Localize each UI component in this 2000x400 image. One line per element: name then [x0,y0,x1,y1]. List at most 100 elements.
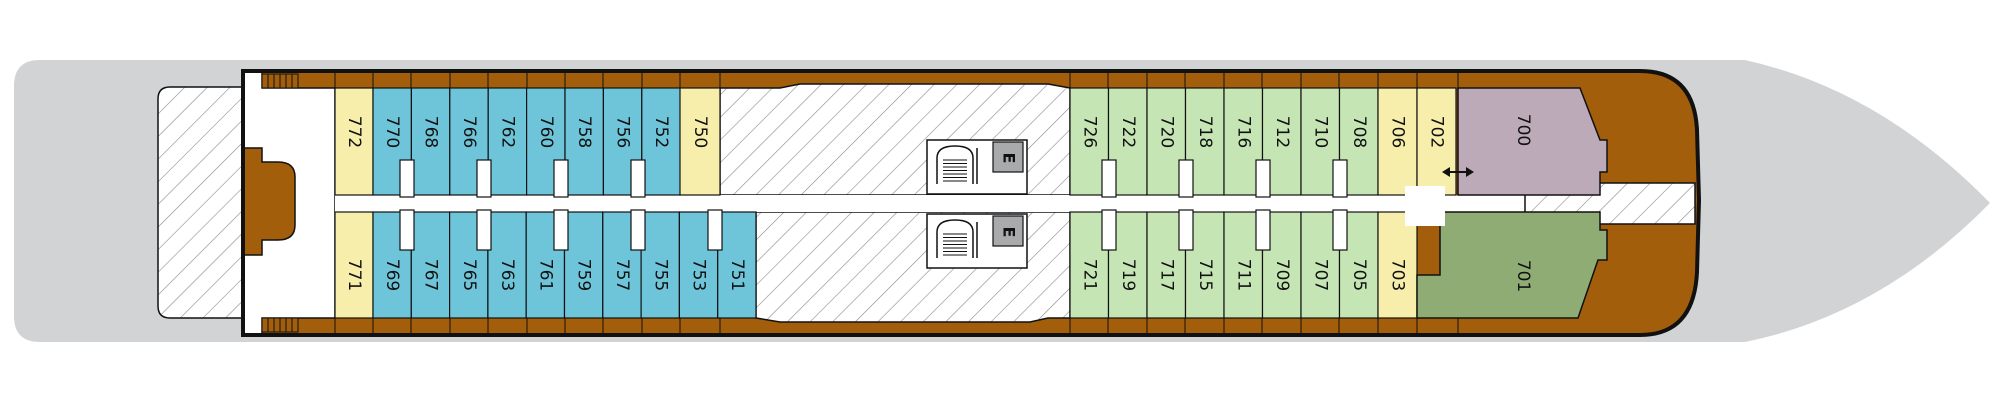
staircase-icon [936,219,978,258]
alcove [707,209,723,251]
cabin-number: 718 [1195,116,1215,148]
alcove [399,159,415,198]
alcove [1178,209,1194,251]
corridor-alcoves [399,159,1445,251]
stern-lounge [157,86,244,319]
cabin-number: 705 [1349,259,1369,291]
cabin-number: 708 [1349,116,1369,148]
cabin-yellow: 771 [334,211,374,319]
cabin-blue: 751 [717,211,757,319]
suite-700: 700 [1457,87,1608,196]
cabin-blue: 758 [564,87,605,196]
staircase-icon [936,145,978,184]
cabin-box [410,87,451,196]
cabin-number: 719 [1118,259,1138,291]
cabin-box [564,87,605,196]
cabin-green: 720 [1146,87,1187,196]
alcove [630,209,646,251]
cabin-box [487,87,528,196]
cabin-number: 761 [535,259,555,291]
cabin-number: 710 [1310,116,1330,148]
alcove [1178,159,1194,198]
cabin-number: 715 [1195,259,1215,291]
cabin-number: 701 [1513,260,1533,292]
alcove [476,159,492,198]
cabin-box [717,211,757,319]
cabin-green: 705 [1338,211,1379,319]
cabin-number: 768 [421,116,441,148]
alcove [1101,209,1117,251]
cabin-box [679,87,721,196]
cabin-number: 762 [497,116,517,148]
cabin-number: 767 [420,259,440,291]
cabin-blue: 762 [487,87,528,196]
cabin-number: 702 [1427,116,1447,148]
deck-plank-ticks [334,71,1459,335]
cabin-number: 766 [459,116,479,148]
deck-outline [241,69,1702,337]
cabin-box [1069,211,1110,319]
cabin-number: 751 [727,259,747,291]
cabin-blue: 767 [410,211,451,319]
alcove [476,209,492,251]
cabin-number: 720 [1156,116,1176,148]
railing [261,73,299,89]
cabin-number: 770 [382,116,402,148]
cabin-number: 765 [459,259,479,291]
cabin-number: 703 [1388,259,1408,291]
cabin-box [334,87,374,196]
alcove [1332,159,1348,198]
stair-elevator-top: E [926,139,1028,195]
cabin-number: 759 [574,259,594,291]
cabin-number: 771 [344,259,364,291]
cabin-number: 753 [689,259,709,291]
fwd-vestibule [1405,186,1445,226]
elevator-label: E [1000,153,1019,164]
alcove [1332,209,1348,251]
stair-elevator-bottom: E [926,213,1028,269]
cabin-blue: 752 [641,87,681,196]
stern-railings [261,73,299,333]
cabin-number: 717 [1156,259,1176,291]
cabin-number: 772 [344,116,364,148]
double-arrow-icon [1442,167,1474,177]
cabin-blue: 763 [487,211,527,319]
cabin-group: 772 770 768 766 762 760 758 756 752 750 771 769 767 7… [334,71,1608,335]
alcove [399,209,415,251]
cabin-number: 706 [1388,116,1408,148]
cabin-number: 763 [497,259,517,291]
cabin-green: 721 [1069,211,1110,319]
cabin-number: 760 [536,116,556,148]
cabin-yellow: 702 [1416,87,1457,196]
cabin-blue: 755 [640,211,680,319]
cabin-blue: 768 [410,87,451,196]
cabin-box [1416,87,1457,196]
alcove [1255,159,1271,198]
suite-701: 701 [1416,211,1608,319]
cabin-box [410,211,451,319]
cabin-number: 756 [613,116,633,148]
elevator-label: E [1000,227,1019,238]
cabin-number: 755 [650,259,670,291]
cabin-yellow: 750 [679,87,721,196]
elevator-icon: E [992,215,1024,247]
alcove [630,159,646,198]
cabin-number: 721 [1079,259,1099,291]
alcove [1101,159,1117,198]
cabin-box [334,211,374,319]
suite-shape [1457,87,1608,196]
alcove [553,209,569,251]
cabin-number: 769 [382,259,402,291]
cabin-green: 718 [1184,87,1225,196]
cabin-number: 758 [574,116,594,148]
cabin-number: 752 [651,116,671,148]
railing [261,317,299,333]
main-corridor [335,195,1525,212]
cabin-number: 711 [1233,259,1253,291]
cabin-number: 712 [1272,116,1292,148]
cabin-yellow: 703 [1377,211,1418,319]
cabin-box [1377,87,1418,196]
cabin-box [1377,211,1418,319]
cabin-yellow: 706 [1377,87,1418,196]
